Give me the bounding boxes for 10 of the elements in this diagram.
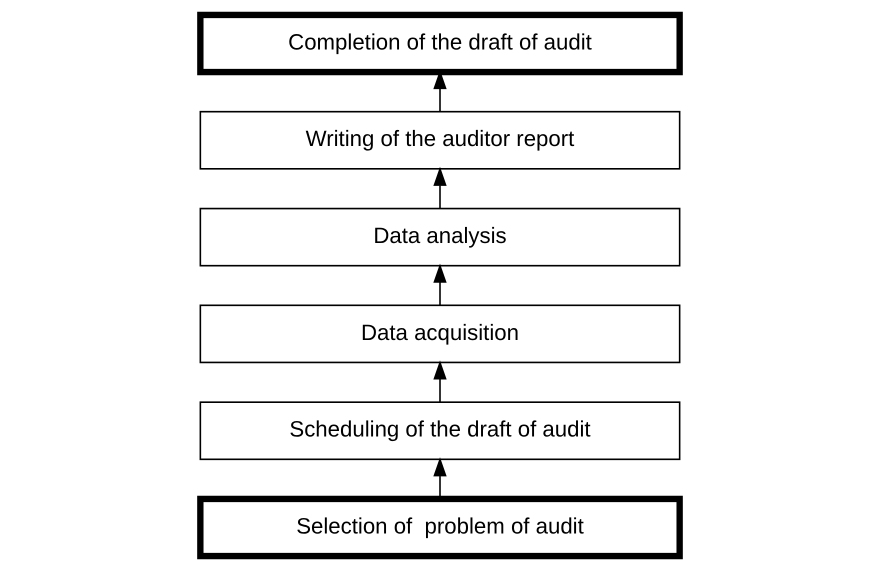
- node-box: Writing of the auditor report: [200, 110, 680, 170]
- arrow: [433, 166, 447, 208]
- node-box: Selection of problem of audit: [197, 496, 683, 560]
- node-box: Completion of the draft of audit: [197, 12, 683, 76]
- node-box: Data analysis: [200, 208, 680, 266]
- arrow: [433, 457, 447, 499]
- node-box: Data acquisition: [200, 304, 680, 364]
- arrow: [433, 264, 447, 306]
- arrow: [433, 360, 447, 402]
- node-box: Scheduling of the draft of audit: [200, 401, 680, 460]
